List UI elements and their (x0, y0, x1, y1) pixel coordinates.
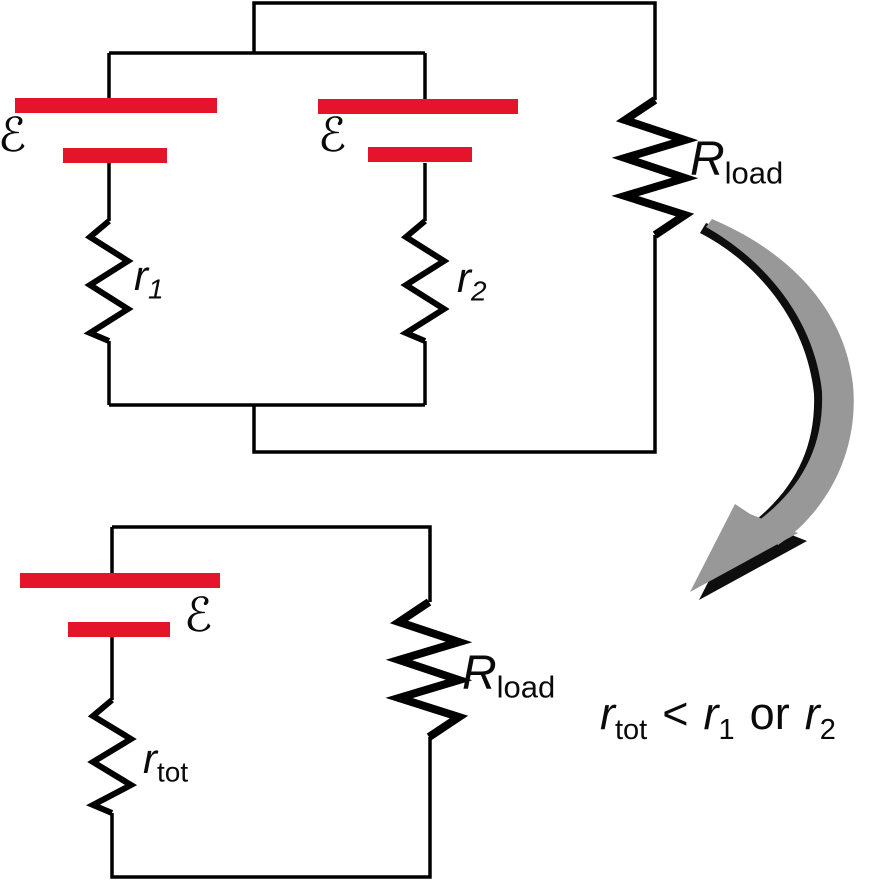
curved-arrow-band (706, 219, 854, 545)
label-rtot-symbol: r (143, 735, 157, 782)
label-rtot: rtot (143, 738, 188, 786)
emf-label-battery2: ℰ (318, 108, 347, 163)
emf-label-battery1: ℰ (0, 108, 27, 163)
equation-rhs1-subscript: 1 (718, 713, 735, 746)
top-circuit-outer-wires (252, 1, 657, 454)
label-r2: r2 (457, 257, 487, 305)
equation-rhs2-subscript: 2 (819, 713, 836, 746)
resistor-rload-bottom-symbol (385, 598, 473, 741)
label-r1: r1 (134, 255, 164, 303)
resistor-r2-symbol (399, 218, 450, 344)
equation-rhs2-symbol: r (804, 688, 820, 739)
equation-conjunction: or (749, 688, 790, 739)
emf-label-equivalent-battery: ℰ (184, 588, 213, 643)
label-r2-subscript: 2 (471, 275, 487, 307)
equation-rhs2: r2 (805, 688, 836, 747)
label-rload-top-subscript: load (724, 155, 784, 191)
label-r1-symbol: r (134, 252, 148, 299)
equation-rhs1: r1 (704, 688, 735, 747)
label-rload-top-symbol: R (690, 133, 725, 186)
label-r2-symbol: r (457, 254, 471, 301)
label-rtot-subscript: tot (157, 756, 189, 788)
top-circuit-inner-wires (107, 51, 427, 407)
equation-rtot-inequality: rtot < r1 or r2 (600, 688, 836, 747)
equation-lhs-subscript: tot (615, 713, 648, 746)
label-rload-bottom-symbol: R (462, 647, 497, 700)
label-rload-bottom-subscript: load (496, 669, 556, 705)
equation-lhs-symbol: r (600, 688, 615, 739)
equivalent-battery-short-plate (68, 622, 170, 637)
battery1-long-plate (15, 98, 217, 113)
equivalent-battery-long-plate (20, 573, 220, 588)
battery1-short-plate (63, 148, 167, 163)
label-rload-top: Rload (690, 136, 783, 189)
battery2-long-plate (318, 99, 518, 114)
bottom-circuit-wires (110, 525, 432, 879)
resistor-rtot-symbol (85, 697, 138, 816)
equation-relation: < (662, 688, 689, 739)
curved-arrow-head (690, 504, 798, 592)
equation-lhs: rtot (600, 688, 647, 747)
equation-rhs1-symbol: r (703, 688, 719, 739)
label-r1-subscript: 1 (148, 273, 164, 305)
label-rload-bottom: Rload (462, 650, 555, 703)
resistor-rload-top-symbol (611, 96, 699, 239)
resistor-r1-symbol (83, 218, 134, 344)
battery2-short-plate (368, 147, 472, 162)
